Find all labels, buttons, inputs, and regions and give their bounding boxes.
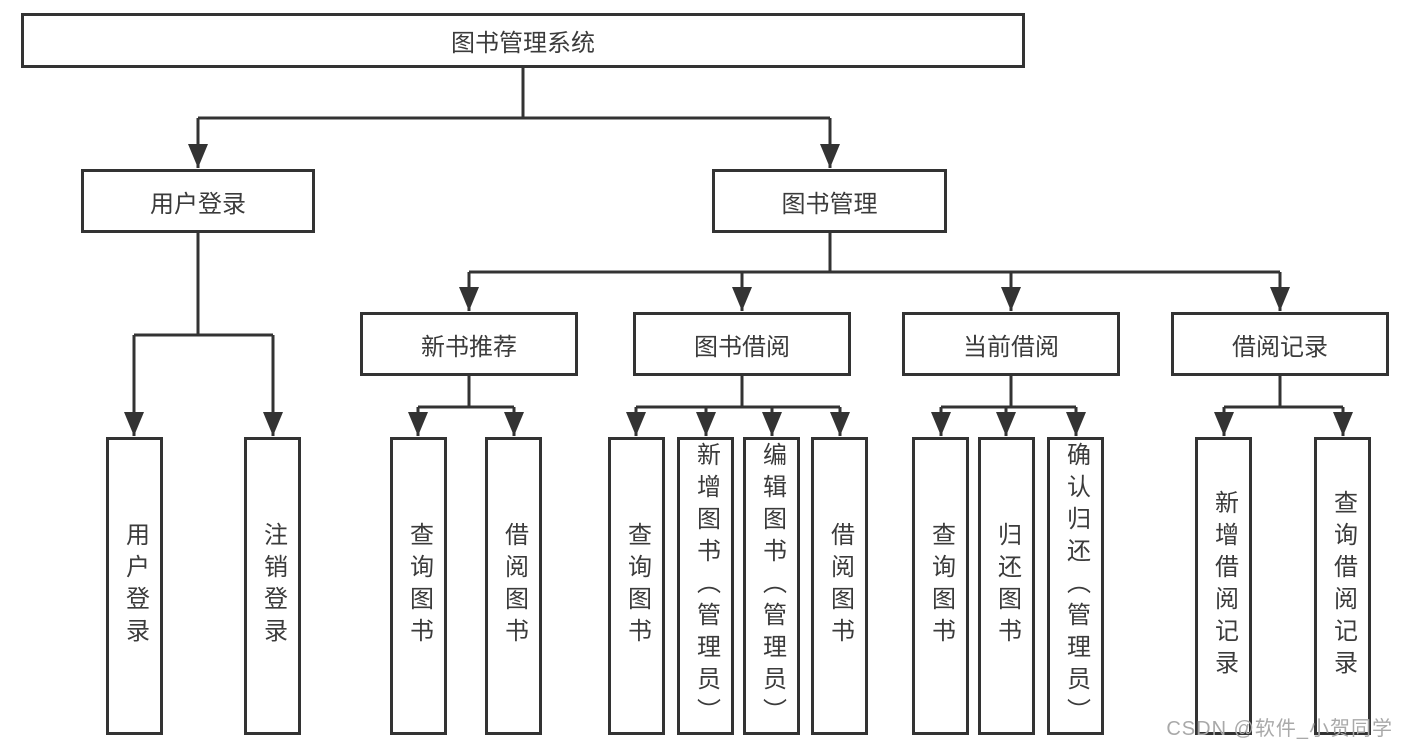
node-book-management: 图书管理	[712, 169, 947, 233]
leaf-logout-label: 注销登录	[259, 522, 287, 650]
leaf-add-borrow-record-label: 新增借阅记录	[1210, 490, 1238, 682]
leaf-user-login-label: 用户登录	[121, 522, 149, 650]
leaf-edit-books-admin-label: 编辑图书（管理员）	[758, 442, 786, 730]
connector-arrows	[124, 118, 1353, 436]
leaf-add-books-admin: 新增图书（管理员）	[677, 437, 734, 735]
leaf-query-books-current: 查询图书	[912, 437, 969, 735]
leaf-query-books-current-label: 查询图书	[927, 522, 955, 650]
node-book-management-system: 图书管理系统	[21, 13, 1025, 68]
leaf-query-books-recommend: 查询图书	[390, 437, 447, 735]
leaf-query-books-borrowing-label: 查询图书	[623, 522, 651, 650]
leaf-query-books-borrowing: 查询图书	[608, 437, 665, 735]
leaf-return-books-label: 归还图书	[993, 522, 1021, 650]
leaf-confirm-return-admin: 确认归还（管理员）	[1047, 437, 1104, 735]
leaf-borrow-books-borrowing: 借阅图书	[811, 437, 868, 735]
node-book-borrowing: 图书借阅	[633, 312, 851, 376]
leaf-borrow-books-borrowing-label: 借阅图书	[826, 522, 854, 650]
leaf-edit-books-admin: 编辑图书（管理员）	[743, 437, 800, 735]
leaf-borrow-books-recommend-label: 借阅图书	[500, 522, 528, 650]
connector-bus-lines	[134, 68, 1343, 409]
leaf-query-books-recommend-label: 查询图书	[405, 522, 433, 650]
leaf-query-borrow-record: 查询借阅记录	[1314, 437, 1371, 735]
node-new-book-recommend: 新书推荐	[360, 312, 578, 376]
leaf-return-books: 归还图书	[978, 437, 1035, 735]
leaf-confirm-return-admin-label: 确认归还（管理员）	[1062, 442, 1090, 730]
leaf-query-borrow-record-label: 查询借阅记录	[1329, 490, 1357, 682]
node-borrowing-records: 借阅记录	[1171, 312, 1389, 376]
leaf-add-borrow-record: 新增借阅记录	[1195, 437, 1252, 735]
leaf-logout: 注销登录	[244, 437, 301, 735]
leaf-borrow-books-recommend: 借阅图书	[485, 437, 542, 735]
leaf-user-login: 用户登录	[106, 437, 163, 735]
leaf-add-books-admin-label: 新增图书（管理员）	[692, 442, 720, 730]
node-user-login: 用户登录	[81, 169, 315, 233]
node-current-borrowing: 当前借阅	[902, 312, 1120, 376]
